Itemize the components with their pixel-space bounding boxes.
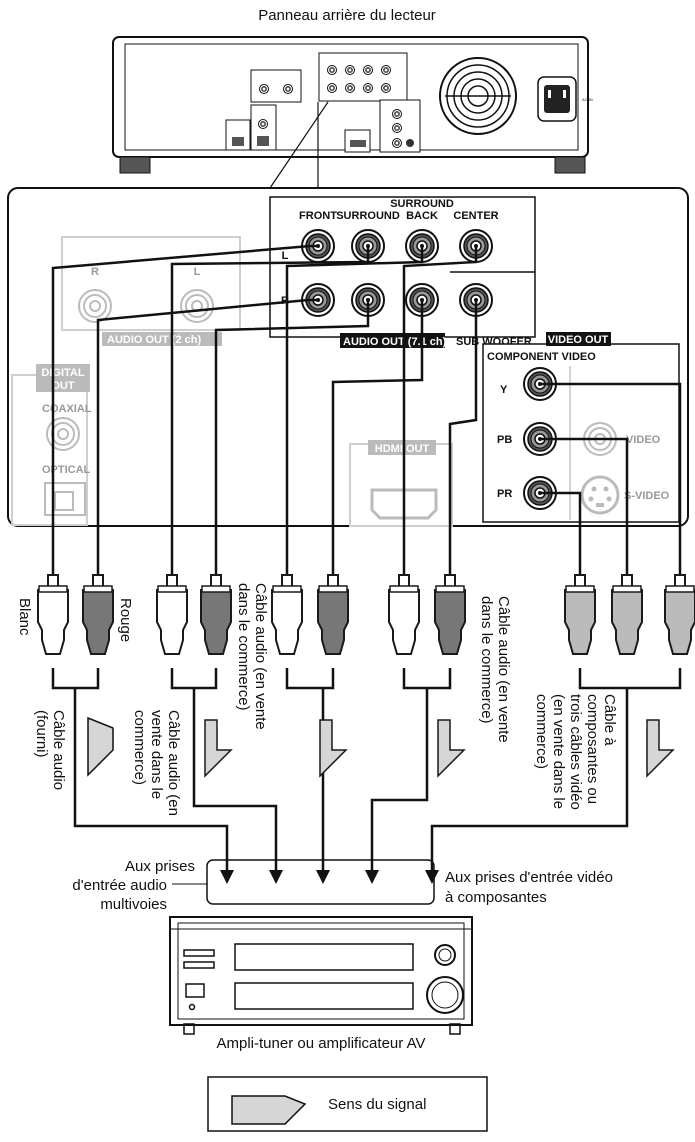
av-receiver xyxy=(169,916,473,1035)
pr-label: PR xyxy=(497,488,512,500)
signal-arrow xyxy=(646,719,675,778)
component-label-2: composantes ou xyxy=(584,694,601,804)
input-bracket xyxy=(206,859,435,905)
cable-fourni-label-2: (fourni) xyxy=(33,710,50,758)
l-label: L xyxy=(282,250,289,262)
coaxial-label: COAXIAL xyxy=(42,403,92,415)
faded-audio-r-jack xyxy=(78,289,112,323)
rca-plugs xyxy=(37,574,695,655)
faded-r-label: R xyxy=(91,266,99,278)
rouge-label: Rouge xyxy=(117,598,134,642)
pb-label: PB xyxy=(497,434,512,446)
red-rca-plug xyxy=(200,574,232,655)
input-arrowheads xyxy=(220,870,439,884)
signal-direction-arrows xyxy=(204,719,675,778)
audio-inputs-label-2: d'entrée audio xyxy=(72,877,167,894)
cable-labels: Blanc Rouge Câble audio (fourni) Câble a… xyxy=(16,583,618,816)
cable-lines xyxy=(51,244,682,575)
cable-fourni-label-1: Câble audio xyxy=(50,710,67,790)
component-rca-plug xyxy=(664,574,695,655)
surround-back-label-1: SURROUND xyxy=(390,198,454,210)
audio-out-71ch-label: AUDIO OUT (7.1 ch) xyxy=(343,336,447,348)
s-video-jack xyxy=(580,475,620,515)
faded-l-label: L xyxy=(194,266,201,278)
player-rear-panel: AC IN xyxy=(112,36,593,174)
component-label-3: trois câbles vidéo xyxy=(567,694,584,810)
video-inputs-label-1: Aux prises d'entrée vidéo xyxy=(445,869,613,886)
cable-vente-1-label-1: Câble audio (en xyxy=(165,710,182,816)
signal-arrow xyxy=(319,719,348,778)
cable-vente-3-label-2: dans le commerce) xyxy=(478,596,495,724)
s-video-label: S-VIDEO xyxy=(624,490,670,502)
signal-arrow-icon xyxy=(231,1095,307,1125)
component-video-label: COMPONENT VIDEO xyxy=(487,351,596,363)
component-rca-plug xyxy=(611,574,643,655)
signal-arrow xyxy=(204,719,233,778)
optical-label: OPTICAL xyxy=(42,464,91,476)
digital-out-label-1: DIGITAL xyxy=(41,367,84,379)
rear-panel-zoom: R L AUDIO OUT (2 ch) DIGITAL OUT COAXIAL… xyxy=(7,187,689,527)
component-rca-plug xyxy=(564,574,596,655)
cable-vente-2-label-2: dans le commerce) xyxy=(235,583,252,711)
component-label-1: Câble à xyxy=(601,694,618,746)
hdmi-port xyxy=(370,488,438,520)
faded-audio-l-jack xyxy=(180,289,214,323)
video-inputs-label-2: à composantes xyxy=(445,889,547,906)
hdmi-out-label: HDMI OUT xyxy=(375,443,430,455)
legend-signal-label: Sens du signal xyxy=(328,1096,426,1113)
receiver-caption: Ampli-tuner ou amplificateur AV xyxy=(217,1035,426,1052)
audio-inputs-label-1: Aux prises xyxy=(125,858,195,875)
cable-vente-1-label-3: commerce) xyxy=(131,710,148,785)
cable-vente-3-label-1: Câble audio (en vente xyxy=(495,596,512,743)
surround-back-label-2: BACK xyxy=(406,210,438,222)
audio-out-2ch-label: AUDIO OUT (2 ch) xyxy=(107,334,201,346)
audio-inputs-label-3: multivoies xyxy=(100,896,167,913)
component-label-4: (en vente dans le xyxy=(550,694,567,809)
y-label: Y xyxy=(500,384,508,396)
blanc-label: Blanc xyxy=(16,598,33,636)
white-rca-plug xyxy=(156,574,188,655)
red-rca-plug xyxy=(317,574,349,655)
ac-in-label: AC IN xyxy=(582,97,593,102)
signal-arrows xyxy=(87,716,114,777)
digital-out-label-2: OUT xyxy=(51,380,75,392)
white-rca-plug xyxy=(388,574,420,655)
center-label: CENTER xyxy=(453,210,498,222)
cables-to-receiver xyxy=(51,668,682,870)
signal-arrow xyxy=(437,719,466,778)
red-rca-plug xyxy=(434,574,466,655)
surround-label: SURROUND xyxy=(336,210,400,222)
legend: Sens du signal xyxy=(207,1076,488,1132)
red-rca-plug xyxy=(82,574,114,655)
white-rca-plug xyxy=(271,574,303,655)
cable-vente-2-label-1: Câble audio (en vente xyxy=(252,583,269,730)
white-rca-plug xyxy=(37,574,69,655)
player-title: Panneau arrière du lecteur xyxy=(258,7,436,24)
component-label-5: commerce) xyxy=(533,694,550,769)
video-out-label: VIDEO OUT xyxy=(548,334,609,346)
front-label: FRONT xyxy=(299,210,337,222)
cable-vente-1-label-2: vente dans le xyxy=(148,710,165,799)
video-label: VIDEO xyxy=(626,434,661,446)
